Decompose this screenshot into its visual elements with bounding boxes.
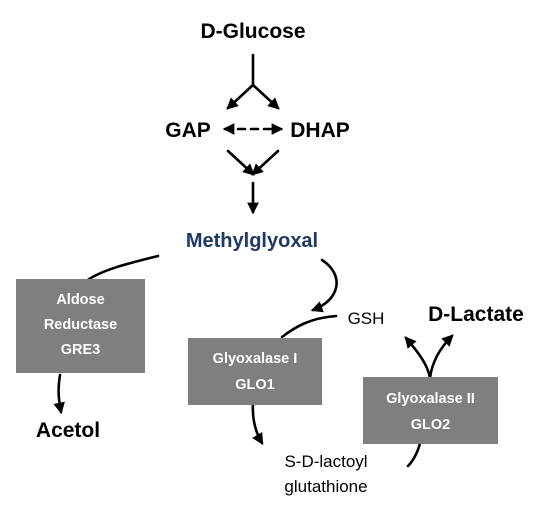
glo2-box-bg — [363, 377, 498, 444]
glo2-box: Glyoxalase II GLO2 — [363, 377, 498, 444]
methylglyoxal-to-glo1-arrow — [310, 258, 338, 313]
aldose-reductase-box-bg — [16, 279, 145, 373]
d-lactate-label: D-Lactate — [428, 303, 524, 326]
glo1-box-bg — [188, 338, 322, 405]
gsh-to-glo1-line — [280, 314, 338, 339]
dhap-converge-arrow — [251, 149, 280, 176]
sdlg-label-line1: S-D-lactoyl — [284, 452, 367, 471]
d-glucose-label: D-Glucose — [200, 20, 305, 43]
glo1-label-line1: Glyoxalase I — [213, 351, 298, 367]
gap-converge-arrow — [226, 149, 255, 176]
aldose-label-line3: GRE3 — [61, 342, 101, 358]
methylglyoxal-label: Methylglyoxal — [186, 230, 318, 252]
sdlg-label-line2: glutathione — [284, 477, 367, 496]
methylglyoxal-to-aldose-line — [83, 254, 160, 284]
dhap-label: DHAP — [290, 119, 350, 142]
aldose-to-acetol-arrow — [53, 373, 65, 415]
aldose-label-line1: Aldose — [56, 292, 104, 308]
glucose-to-dhap-arrow — [251, 83, 280, 110]
sdlg-to-glo2-line — [406, 441, 422, 468]
glucose-to-gap-arrow — [226, 83, 255, 110]
glo2-to-other-product-arrow — [428, 334, 454, 380]
glo2-label-line2: GLO2 — [411, 417, 450, 433]
aldose-label-line2: Reductase — [44, 317, 117, 333]
gap-label: GAP — [165, 119, 211, 142]
glo1-label-line2: GLO1 — [235, 377, 274, 393]
acetol-label: Acetol — [36, 419, 100, 442]
aldose-reductase-box: Aldose Reductase GRE3 — [16, 279, 145, 373]
gsh-label: GSH — [348, 309, 385, 328]
glo1-to-sdlg-arrow — [251, 401, 264, 446]
glo2-to-dlactate-arrow — [404, 336, 432, 380]
glo1-box: Glyoxalase I GLO1 — [188, 338, 322, 405]
glo2-label-line1: Glyoxalase II — [386, 391, 475, 407]
